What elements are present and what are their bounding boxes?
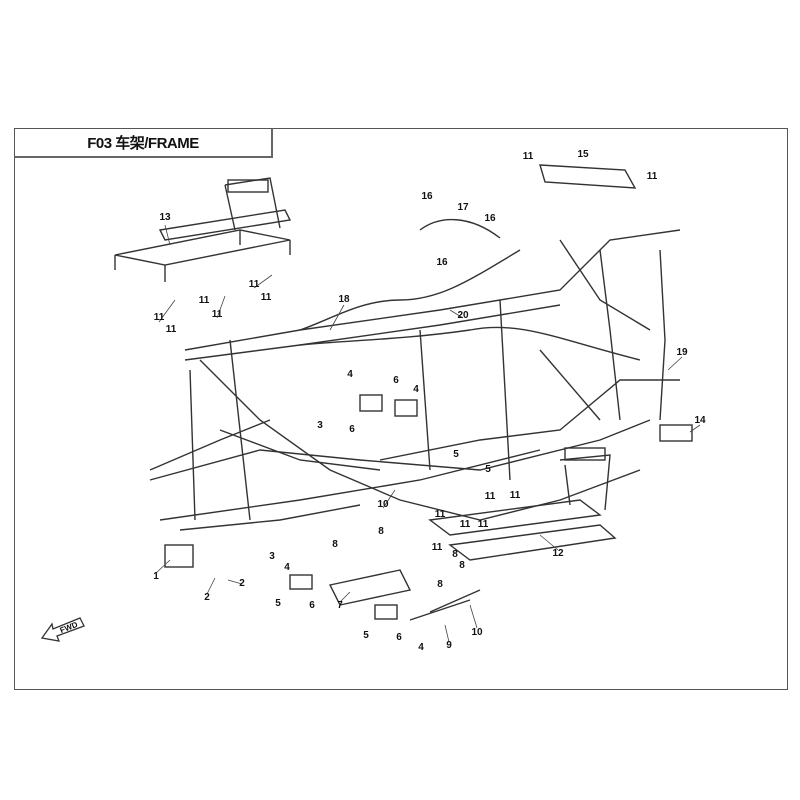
strap-17 [419,219,501,239]
callout-label: 8 [332,539,338,550]
leader-lines [155,224,701,643]
callout-label: 20 [457,310,469,321]
callout-label: 11 [165,324,177,335]
main-frame [149,229,681,531]
callout-label: 11 [509,490,521,501]
callout-label: 11 [646,171,658,182]
callout-label: 15 [577,149,589,160]
callout-label: 5 [453,449,459,460]
callout-label: 7 [337,600,343,611]
rear-rack-13 [114,177,292,282]
callout-label: 16 [484,213,496,224]
bolts-9-10 [409,589,481,621]
engine-mount-6c [289,574,313,590]
callout-label: 11 [459,519,471,530]
callout-label: 8 [459,560,465,571]
bracket-15 [539,164,637,189]
callout-label: 5 [275,598,281,609]
callout-label: 11 [477,519,489,530]
callout-label: 5 [363,630,369,641]
callout-label: 11 [431,542,443,553]
callout-label: 8 [378,526,384,537]
callout-label: 1 [153,571,159,582]
callout-label: 11 [434,509,446,520]
callout-label: 10 [471,627,483,638]
callout-label: 6 [349,424,355,435]
callout-label: 8 [452,549,458,560]
callout-label: 11 [211,309,223,320]
callout-label: 4 [284,562,290,573]
callout-label: 11 [153,312,165,323]
callout-label: 11 [260,292,272,303]
callout-label: 2 [239,578,245,589]
callout-label: 11 [484,491,496,502]
engine-mount-6d [374,604,398,620]
callout-label: 6 [393,375,399,386]
callout-label: 4 [347,369,353,380]
forward-arrow-icon: FWD [40,612,90,647]
callout-label: 12 [552,548,564,559]
callout-label: 10 [377,499,389,510]
callout-label: 9 [446,640,452,651]
callout-label: 18 [338,294,350,305]
callout-label: 6 [396,632,402,643]
bracket-7 [328,569,412,606]
callout-label: 5 [485,464,491,475]
fwd-label: FWD [59,620,79,635]
bracket-14 [659,424,693,442]
callout-label: 4 [418,642,424,653]
callout-label: 17 [457,202,469,213]
engine-mount-6b [394,399,418,417]
callout-label: 2 [204,592,210,603]
engine-mount-6 [359,394,383,412]
callout-label: 6 [309,600,315,611]
callout-label: 13 [159,212,171,223]
callout-label: 3 [317,420,323,431]
callout-label: 11 [248,279,260,290]
front-rack-12 [428,447,617,561]
callout-label: 11 [522,151,534,162]
diagram-sheet-border [14,128,788,690]
callout-label: 19 [676,347,688,358]
bracket-1 [164,544,194,568]
callout-label: 16 [436,257,448,268]
callout-label: 8 [437,579,443,590]
callout-label: 11 [198,295,210,306]
callout-label: 14 [694,415,706,426]
callout-label: 16 [421,191,433,202]
callout-label: 3 [269,551,275,562]
callout-label: 4 [413,384,419,395]
diagram-title: F03 车架/FRAME [14,128,273,158]
